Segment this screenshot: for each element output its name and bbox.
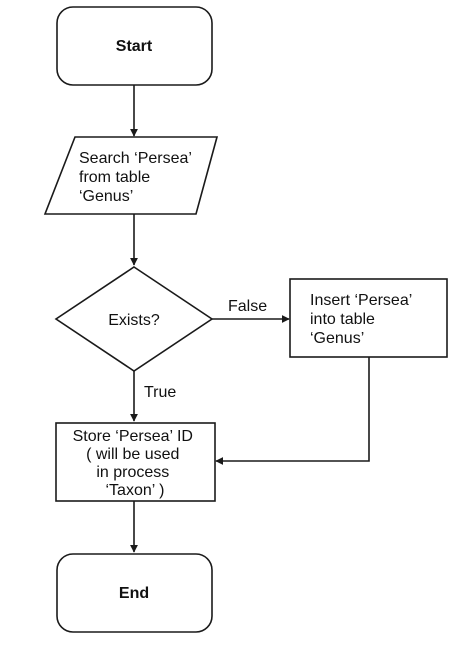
decision-node: Exists? [54,266,214,372]
search-label: Search ‘Persea’ from table ‘Genus’ [79,150,196,205]
store-label: Store ‘Persea’ ID ( will be used in proc… [73,428,198,499]
end-label: End [119,585,149,602]
start-label: Start [116,38,153,55]
search-node: Search ‘Persea’ from table ‘Genus’ [43,136,219,215]
true-edge-label: True [144,384,176,401]
store-label-line-1: Store ‘Persea’ ID [73,428,193,445]
decision-label: Exists? [108,312,160,329]
search-label-line-1: Search ‘Persea’ [79,150,191,167]
store-node: Store ‘Persea’ ID ( will be used in proc… [55,422,216,502]
insert-label: Insert ‘Persea’ into table ‘Genus’ [310,292,416,347]
store-label-line-4: ‘Taxon’ ) [106,482,165,499]
false-edge-label: False [228,298,267,315]
insert-label-line-1: Insert ‘Persea’ [310,292,412,309]
edge-insert-to-store [215,357,370,465]
start-node: Start [56,6,213,86]
insert-label-line-3: ‘Genus’ [310,330,364,347]
store-process-shape [55,422,216,502]
insert-label-line-2: into table [310,311,375,328]
end-terminal-shape [56,553,213,633]
insert-node: Insert ‘Persea’ into table ‘Genus’ [289,278,448,358]
store-label-line-2: ( will be used [86,446,179,463]
search-label-line-3: ‘Genus’ [79,188,133,205]
insert-process-shape [289,278,448,358]
search-label-line-2: from table [79,169,150,186]
end-node: End [56,553,213,633]
search-input-shape [43,136,219,215]
store-label-line-3: in process [96,464,169,481]
